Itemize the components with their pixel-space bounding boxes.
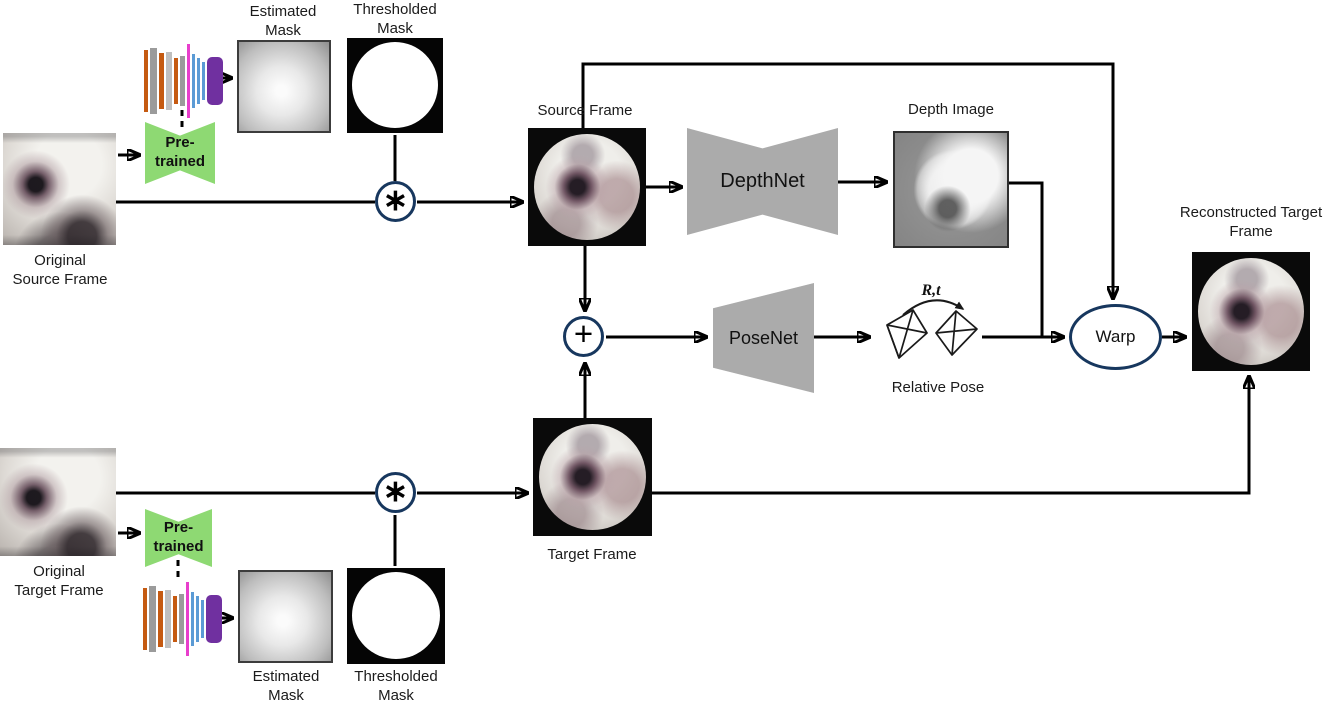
network-layer-bar xyxy=(180,56,185,106)
encoder-network-icon-bottom xyxy=(143,582,222,656)
network-layer-bar xyxy=(196,596,199,642)
multiply-operator-bottom: ∗ xyxy=(375,472,416,513)
reconstructed-target-frame-label: Reconstructed Target Frame xyxy=(1179,204,1323,241)
target-frame-label: Target Frame xyxy=(547,546,637,563)
plus-icon: + xyxy=(573,315,594,352)
pretrained-network-top: Pre- trained xyxy=(145,122,215,184)
thresholded-mask-label-top: Thresholded Mask xyxy=(353,1,437,38)
pose-curved-arrow-icon xyxy=(902,299,965,316)
posenet-network: PoseNet xyxy=(713,283,814,393)
depthnet-label: DepthNet xyxy=(720,170,805,192)
endoscope-view xyxy=(1197,257,1305,366)
target-frame-image xyxy=(533,418,652,536)
network-layer-bar xyxy=(173,596,177,642)
source-frame-image xyxy=(528,128,646,246)
network-layer-bar xyxy=(206,595,222,643)
pretrained-network-bottom: Pre- trained xyxy=(145,509,212,567)
network-layer-bar xyxy=(201,600,204,638)
network-layer-bar xyxy=(158,591,163,647)
asterisk-icon: ∗ xyxy=(382,474,409,508)
estimated-mask-image-top xyxy=(237,40,331,133)
estimated-mask-label-top: Estimated Mask xyxy=(249,3,317,40)
network-layer-bar xyxy=(144,50,148,112)
network-layer-bar xyxy=(187,44,190,118)
original-source-frame-label: Original Source Frame xyxy=(12,252,108,289)
multiply-operator-top: ∗ xyxy=(375,181,416,222)
network-layer-bar xyxy=(149,586,156,652)
thresholded-mask-label-bottom: Thresholded Mask xyxy=(354,668,438,705)
network-layer-bar xyxy=(159,53,164,109)
network-layer-bar xyxy=(202,62,205,100)
relative-pose-label: Relative Pose xyxy=(891,379,985,396)
original-source-frame-image xyxy=(3,133,116,245)
depthnet-network: DepthNet xyxy=(687,128,838,235)
reconstructed-target-frame-image xyxy=(1192,252,1310,371)
network-layer-bar xyxy=(191,592,194,646)
camera-frustum-icon-right xyxy=(935,310,978,356)
network-layer-bar xyxy=(197,58,200,104)
network-layer-bar xyxy=(192,54,195,108)
original-target-frame-image xyxy=(0,448,116,556)
network-layer-bar xyxy=(186,582,189,656)
network-layer-bar xyxy=(143,588,147,650)
thresholded-mask-image-top xyxy=(347,38,443,133)
network-layer-bar xyxy=(174,58,178,104)
mask-disc xyxy=(351,41,439,129)
endoscope-view xyxy=(533,133,641,241)
network-layer-bar xyxy=(207,57,223,105)
network-layer-bar xyxy=(179,594,184,644)
wire-depthimage-to-warp xyxy=(1009,181,1044,337)
encoder-network-icon-top xyxy=(144,42,223,120)
wire-sourceframe-to-warp xyxy=(581,62,1113,298)
thresholded-mask-image-bottom xyxy=(347,568,445,664)
depth-image-label: Depth Image xyxy=(908,101,994,118)
original-target-frame-label: Original Target Frame xyxy=(14,563,104,600)
concat-operator: + xyxy=(563,316,604,357)
camera-frustum-icon-left xyxy=(886,309,928,359)
endoscope-view xyxy=(538,423,647,531)
warp-node: Warp xyxy=(1069,304,1162,370)
estimated-mask-image-bottom xyxy=(238,570,333,663)
asterisk-icon: ∗ xyxy=(382,183,409,217)
rotation-translation-label: R,t xyxy=(921,282,941,299)
network-layer-bar xyxy=(166,52,172,110)
estimated-mask-label-bottom: Estimated Mask xyxy=(252,668,320,705)
network-layer-bar xyxy=(165,590,171,648)
warp-label: Warp xyxy=(1095,327,1136,346)
depth-image xyxy=(893,131,1009,248)
posenet-label: PoseNet xyxy=(728,327,799,348)
network-layer-bar xyxy=(150,48,157,114)
source-frame-label: Source Frame xyxy=(537,102,633,119)
mask-disc xyxy=(351,571,441,660)
